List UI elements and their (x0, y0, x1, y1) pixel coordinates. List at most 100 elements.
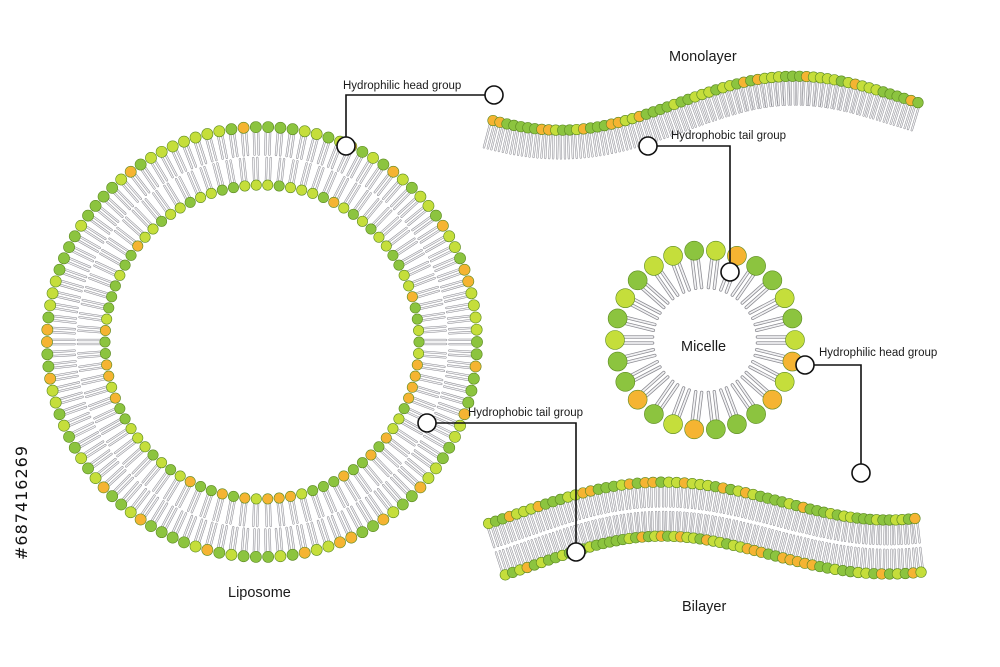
lipid-head (119, 259, 131, 271)
lipid-head (684, 419, 704, 440)
lipid-head (380, 240, 392, 252)
lipid-head (285, 490, 297, 502)
lipid-head (317, 192, 329, 204)
lipid-head (115, 498, 128, 511)
lipid-head (46, 384, 59, 397)
lipid-head (338, 202, 350, 214)
lipid-head (398, 403, 410, 415)
lipid-head (178, 536, 190, 549)
lipid-head (285, 182, 297, 194)
lipid-head (174, 202, 186, 214)
lipid-head (106, 181, 119, 194)
lipid-head (262, 493, 274, 505)
lipid-head (124, 506, 137, 519)
lipid-head (322, 540, 335, 553)
lipid-head (310, 128, 323, 140)
lipid-head (465, 287, 478, 300)
lipid-head (411, 313, 423, 325)
lipid-head (398, 269, 410, 281)
lipid-head (782, 308, 803, 329)
lipid-head (762, 270, 783, 291)
lipid-head (449, 241, 461, 254)
lipid-head (273, 492, 285, 504)
lipid-head (41, 348, 54, 361)
lipid-head (68, 230, 81, 243)
lipid-head (274, 121, 287, 134)
lipid-head (97, 190, 110, 203)
callout-tail-left-label: Hydrophobic tail group (468, 407, 583, 419)
lipid-head (338, 470, 350, 482)
lipid-head (213, 546, 226, 559)
lipid-head (249, 121, 262, 133)
lipid-head (373, 441, 385, 453)
lipid-head (178, 135, 190, 148)
lipid-head (99, 347, 111, 359)
lipid-head (225, 123, 238, 136)
lipid-head (347, 464, 359, 476)
lipid-head (227, 182, 239, 194)
lipid-head (396, 173, 409, 186)
lipid-head (406, 381, 418, 393)
lipid-head (377, 513, 390, 526)
callout-tail-top: Hydrophobic tail group (638, 130, 786, 282)
lipid-head (367, 151, 379, 164)
lipid-head (41, 323, 54, 336)
lipid-head (298, 125, 311, 138)
lipid-head (109, 392, 121, 404)
lipid-head (706, 419, 726, 440)
lipid-head (239, 180, 251, 192)
lipid-head (147, 223, 159, 235)
lipid-head (63, 241, 75, 254)
lipid-head (174, 470, 186, 482)
lipid-head (467, 299, 480, 312)
lipid-head (746, 404, 766, 424)
lipid-head (356, 526, 369, 539)
lipid-head (134, 158, 147, 171)
lipid-head (82, 209, 94, 222)
lipid-head (184, 196, 196, 208)
lipid-head (125, 423, 137, 435)
lipid-head (115, 173, 128, 186)
lipid-head (286, 123, 299, 136)
lipid-head (298, 546, 311, 559)
lipid-head (430, 462, 442, 475)
lipid-head (42, 360, 55, 373)
lipid-head (195, 480, 207, 492)
lipid-head (58, 419, 70, 432)
lipid-head (467, 372, 480, 385)
lipid-head (436, 219, 449, 232)
lipid-head (262, 121, 275, 133)
lipid-head (205, 485, 217, 497)
monolayer-label: Monolayer (669, 49, 737, 65)
lipid-head (106, 381, 118, 393)
lipid-head (365, 223, 377, 235)
lipid-head (774, 372, 795, 392)
lipid-head (462, 275, 475, 288)
lipid-head (436, 452, 449, 465)
lipid-head (296, 184, 308, 196)
lipid-head (380, 432, 392, 444)
lipid-head (409, 370, 421, 382)
lipid-head (249, 551, 262, 563)
lipid-head (454, 419, 466, 432)
lipid-head (41, 336, 53, 348)
lipid-head (387, 249, 399, 261)
lipid-head (155, 526, 168, 539)
lipid-head (145, 520, 157, 533)
lipid-head (387, 506, 400, 519)
lipid-head (307, 187, 319, 199)
lipid-head (205, 187, 217, 199)
lipid-head (195, 192, 207, 204)
lipid-head (155, 145, 168, 158)
lipid-head (125, 249, 137, 261)
lipid-head (405, 490, 418, 503)
lipid-head (165, 464, 177, 476)
lipid-head (58, 252, 70, 265)
lipid-head (49, 396, 62, 409)
lipid-head (99, 325, 111, 337)
lipid-head (356, 215, 368, 227)
lipid-head (443, 230, 456, 243)
lipid-head (405, 181, 418, 194)
lipid-head (132, 240, 144, 252)
lipid-head (396, 498, 409, 511)
